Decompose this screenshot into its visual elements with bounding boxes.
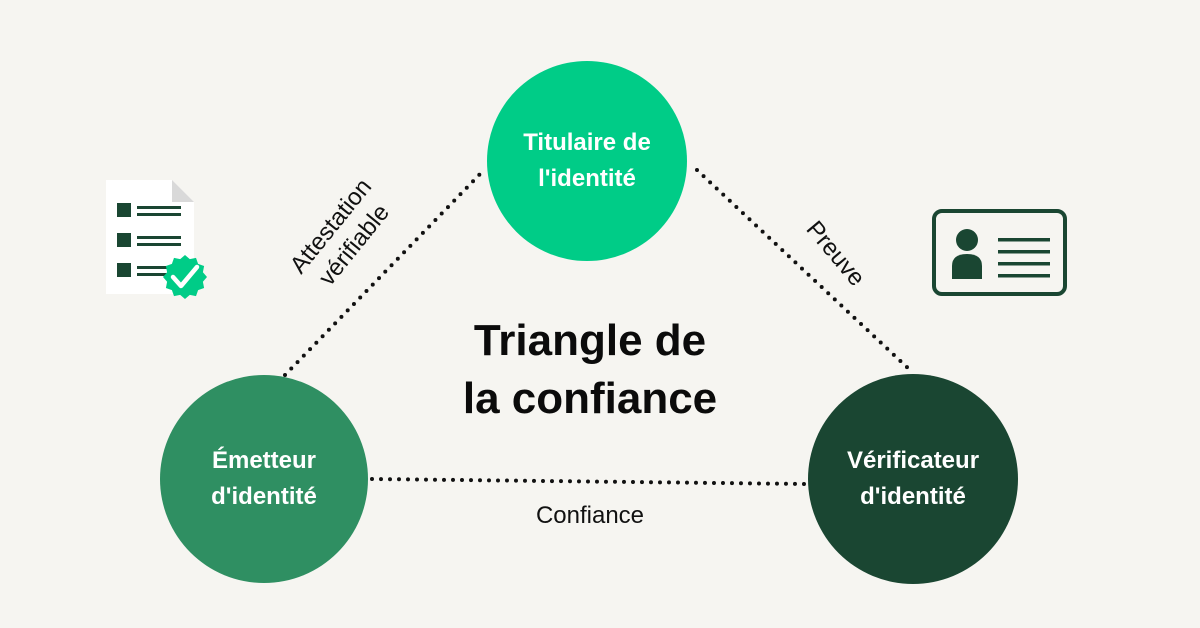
diagram-title-line1: Triangle de (473, 316, 707, 365)
edge-issuer-holder (283, 170, 484, 377)
node-issuer-line1: Émetteur (211, 447, 316, 474)
node-verifier-line2: d'identité (860, 483, 966, 510)
node-verifier-line1: Vérificateur (846, 447, 980, 474)
diagram-title: Triangle de la confiance (400, 312, 780, 428)
edge-holder-verifier (695, 168, 912, 372)
node-identity-issuer: Émetteur d'identité (160, 375, 368, 583)
node-holder-line1: Titulaire de (523, 129, 651, 156)
node-holder-line2: l'identité (538, 165, 636, 192)
edge-issuer-verifier (370, 477, 806, 486)
id-card-icon (932, 209, 1067, 296)
verified-badge-icon (163, 255, 207, 299)
checklist-document-icon (106, 180, 207, 299)
diagram-title-line2: la confiance (462, 374, 718, 423)
node-identity-holder: Titulaire de l'identité (487, 61, 687, 261)
node-identity-verifier: Vérificateur d'identité (808, 374, 1018, 584)
node-issuer-line2: d'identité (211, 483, 317, 510)
edge-label-issuer-verifier: Confiance (535, 502, 645, 529)
